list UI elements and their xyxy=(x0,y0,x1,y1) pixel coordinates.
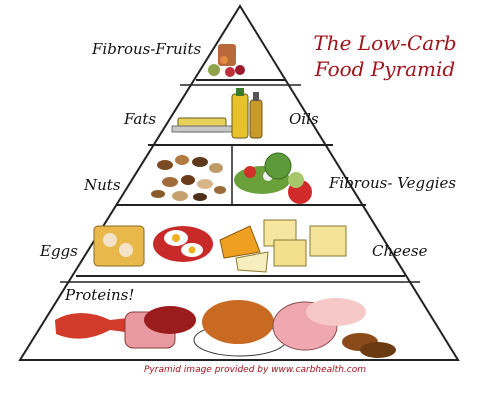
title-line-2: Food Pyramid xyxy=(314,57,456,81)
proteins-illustration xyxy=(55,298,396,358)
label-nuts: Nuts xyxy=(84,176,121,194)
pyramid-title: The Low-Carb Food Pyramid xyxy=(300,30,470,82)
label-eggs: Eggs xyxy=(40,242,78,260)
label-fibrous-fruits: Fibrous-Fruits xyxy=(92,40,202,58)
label-fibrous-veggies: Fibrous- Veggies xyxy=(329,174,457,192)
nuts-illustration xyxy=(151,155,226,201)
eggs-illustration xyxy=(93,225,213,267)
cheese-illustration xyxy=(219,219,347,273)
pyramid-outline xyxy=(18,4,460,361)
label-oils: Oils xyxy=(289,110,319,128)
label-fats: Fats xyxy=(124,110,157,128)
title-line-1: The Low-Carb xyxy=(313,31,457,55)
veggies-illustration xyxy=(234,152,312,204)
label-cheese: Cheese xyxy=(372,242,428,260)
image-credit: Pyramid image provided by www.carbhealth… xyxy=(144,365,366,375)
label-proteins: Proteins! xyxy=(65,286,135,304)
fruits-illustration xyxy=(208,44,245,77)
fats-oils-illustration xyxy=(171,88,263,139)
